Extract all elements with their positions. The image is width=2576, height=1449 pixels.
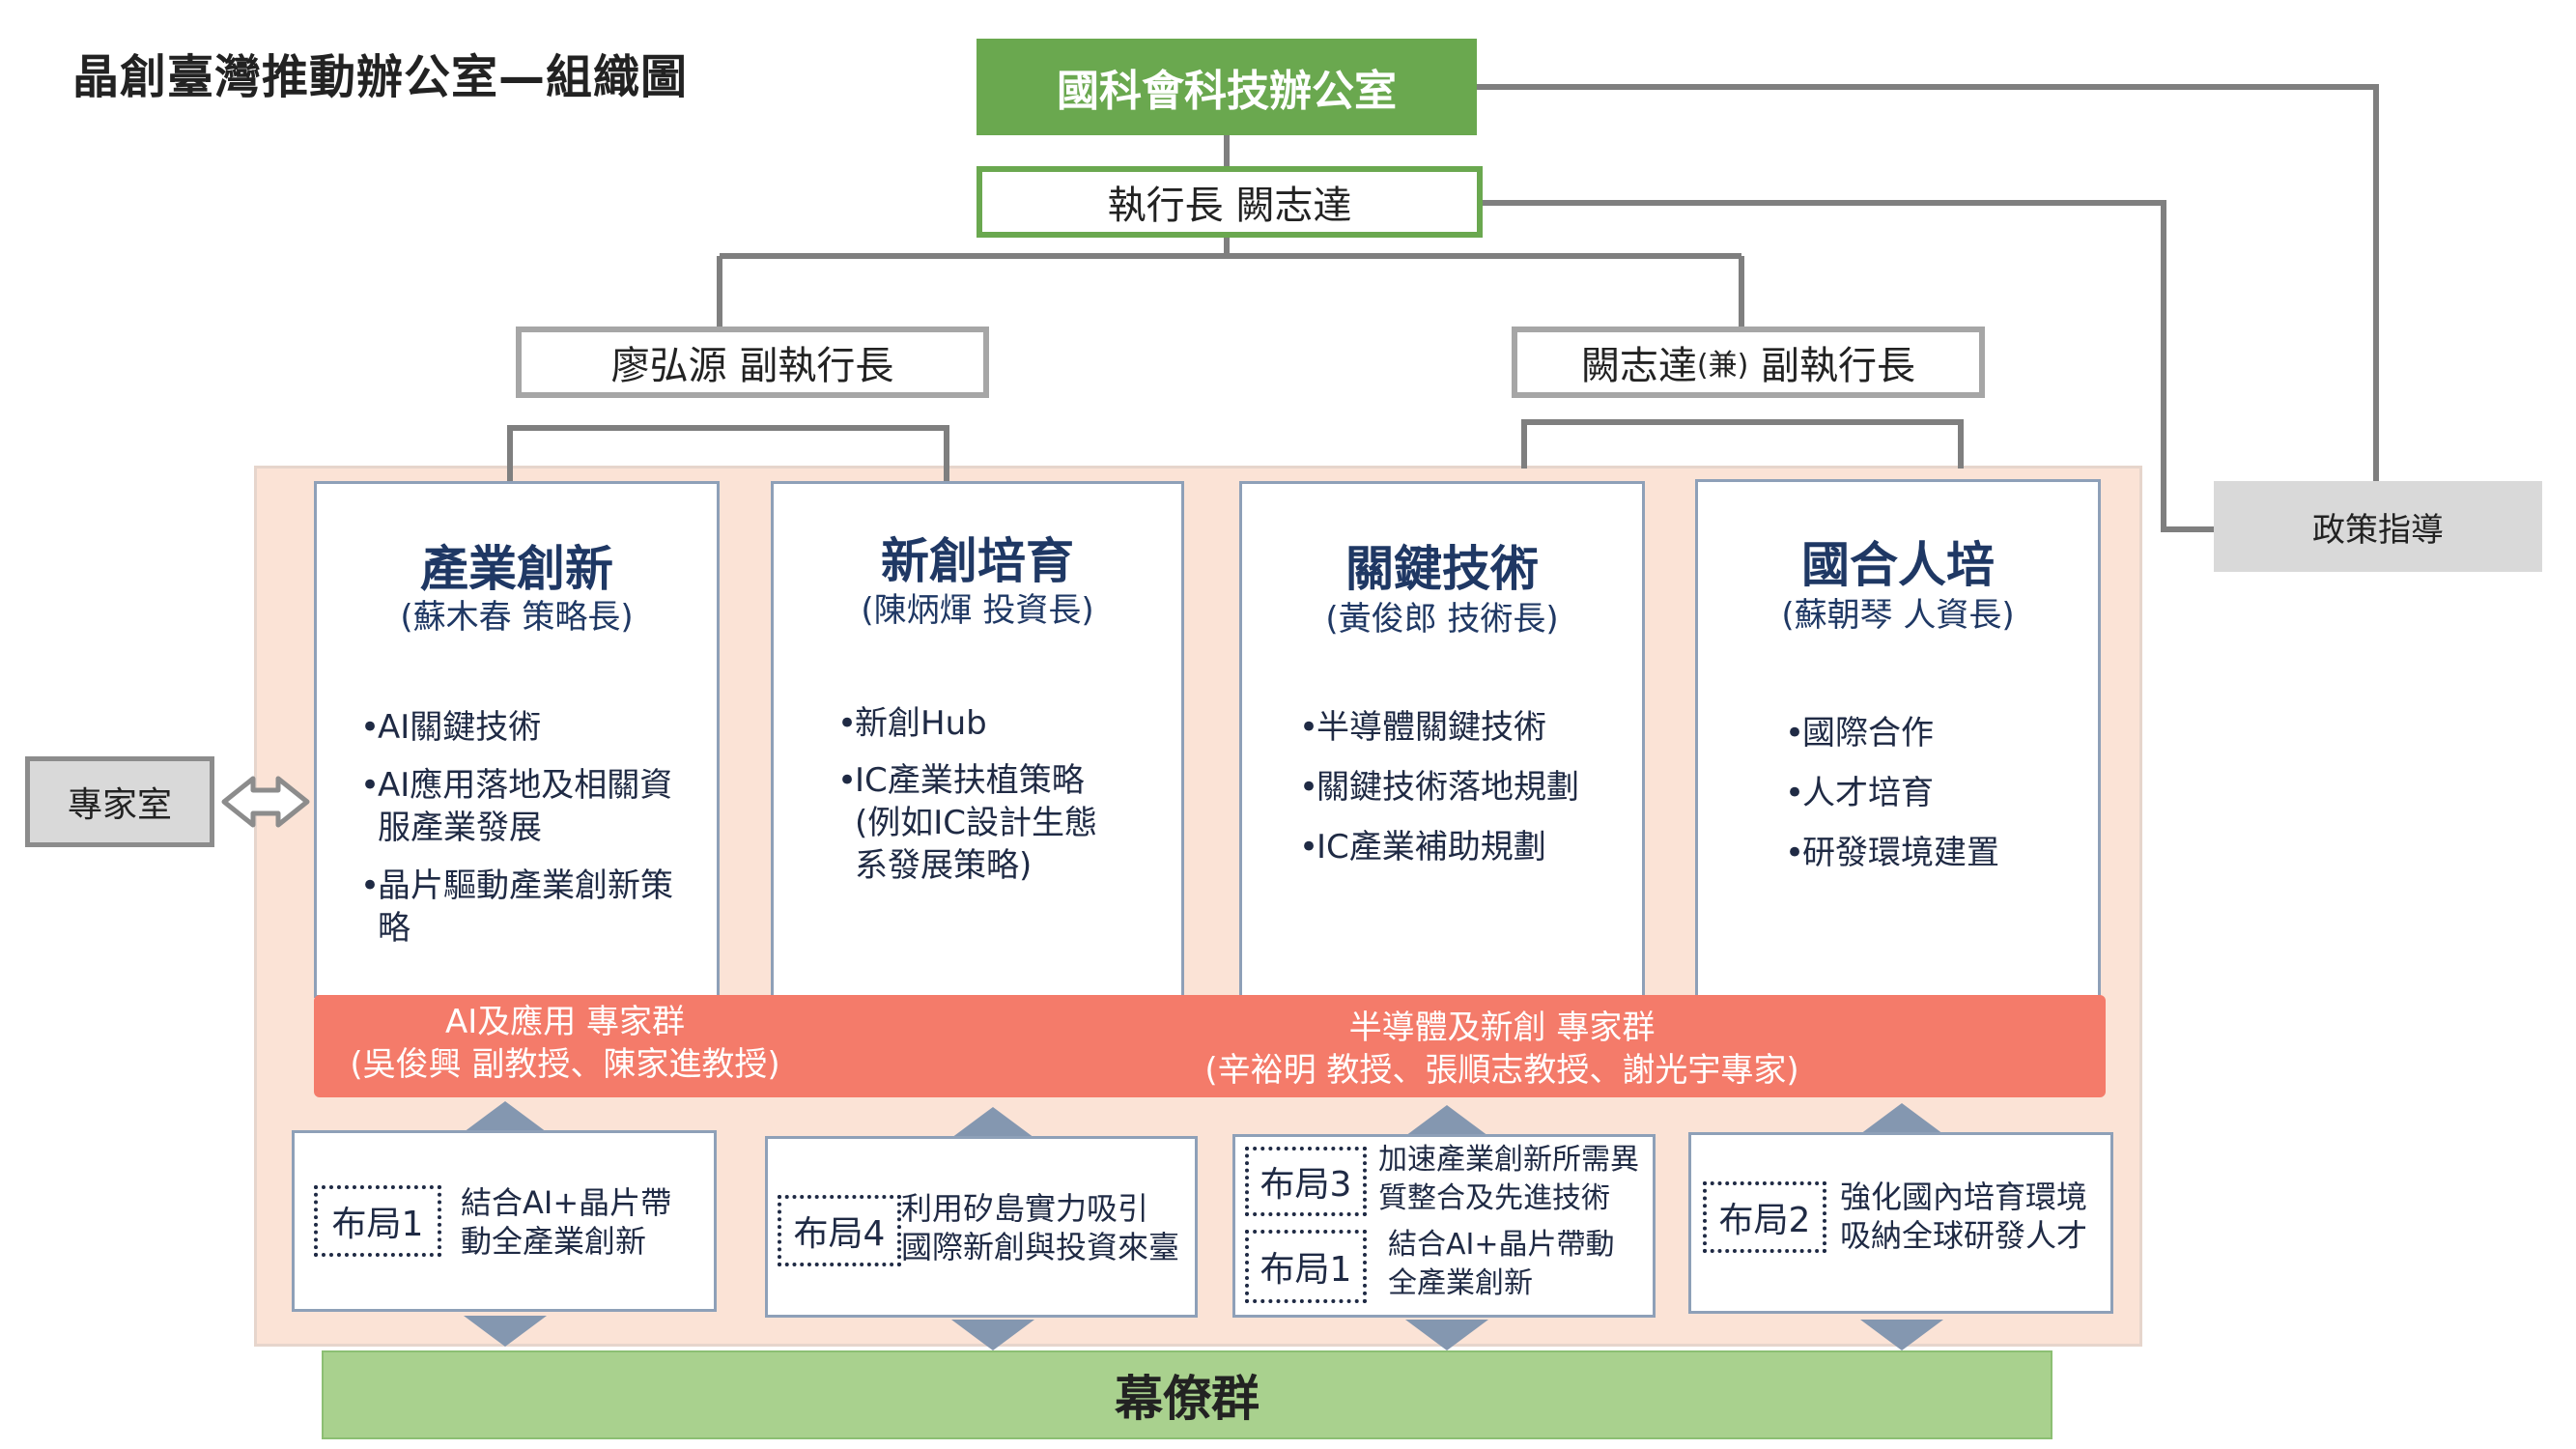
- deputy-right-role: 副執行長: [1748, 344, 1916, 388]
- ceo-box: 執行長 闕志達: [977, 166, 1483, 238]
- arrow-up-1: [464, 1101, 547, 1132]
- line-ceo-policy: [1483, 200, 2214, 532]
- bullet-item: •關鍵技術落地規劃: [1299, 768, 1579, 807]
- deputy-right-note: (兼): [1696, 349, 1749, 383]
- layout-box-4: 布局2 強化國內培育環境 吸納全球研發人才: [1688, 1132, 2113, 1314]
- layout-tag: 布局3: [1245, 1147, 1367, 1216]
- arrow-up-2: [951, 1107, 1034, 1138]
- expert-group-semi: 半導體及新創 專家群 (辛裕明 教授、張順志教授、謝光宇專家): [1067, 1007, 1937, 1092]
- layout-box-3: 布局3 加速產業創新所需異 質整合及先進技術 布局1 結合AI+晶片帶動 全產業…: [1232, 1134, 1656, 1318]
- deputy-right-box: 闕志達(兼) 副執行長: [1512, 327, 1985, 398]
- bullet-item: •國際合作: [1785, 714, 1934, 753]
- dept-leader: (黃俊郎 技術長): [1325, 600, 1559, 639]
- bullet-item: •晶片驅動產業創新策 略: [360, 867, 673, 948]
- arrow-down-1: [464, 1316, 547, 1347]
- deputy-right-name: 闕志達: [1580, 344, 1697, 388]
- expert-groups-band: AI及應用 專家群 (吳俊興 副教授、陳家進教授) 半導體及新創 專家群 (辛裕…: [314, 995, 2106, 1097]
- policy-box: 政策指導: [2214, 481, 2542, 572]
- layout-text: 結合AI+晶片帶動 全產業創新: [1388, 1228, 1615, 1300]
- dept-title: 新創培育: [881, 533, 1074, 589]
- layout-text: 結合AI+晶片帶 動全產業創新: [461, 1184, 672, 1260]
- double-arrow-icon: [221, 776, 310, 828]
- dept-title: 產業創新: [420, 541, 613, 597]
- expert-group-ai: AI及應用 專家群 (吳俊興 副教授、陳家進教授): [314, 1001, 816, 1086]
- dept-card-tech: 關鍵技術 (黃俊郎 技術長) •半導體關鍵技術 •關鍵技術落地規劃 •IC產業補…: [1239, 481, 1645, 998]
- expert-room-box: 專家室: [25, 756, 214, 847]
- expert-group-name: 半導體及新創 專家群: [1348, 1009, 1656, 1047]
- layout-tag: 布局1: [314, 1185, 441, 1257]
- expert-group-members: (辛裕明 教授、張順志教授、謝光宇專家): [1204, 1051, 1799, 1090]
- arrow-down-3: [1405, 1320, 1488, 1350]
- bullet-item: •IC產業扶植策略 (例如IC設計生態 系發展策略): [837, 761, 1098, 885]
- layout-text: 利用矽島實力吸引 國際新創與投資來臺: [901, 1190, 1180, 1265]
- dept-leader: (蘇木春 策略長): [400, 598, 634, 637]
- chart-title: 晶創臺灣推動辦公室—組織圖: [72, 50, 689, 104]
- bullet-item: •新創Hub: [837, 704, 987, 743]
- arrow-up-4: [1860, 1103, 1943, 1134]
- layout-box-2: 布局4 利用矽島實力吸引 國際新創與投資來臺: [765, 1136, 1198, 1318]
- layout-tag: 布局2: [1703, 1181, 1826, 1253]
- arrow-up-3: [1405, 1105, 1488, 1136]
- line-deputy-left: [507, 425, 949, 481]
- expert-group-members: (吳俊興 副教授、陳家進教授): [350, 1045, 780, 1084]
- layout-tag: 布局4: [778, 1195, 901, 1266]
- dept-card-startup: 新創培育 (陳炳煇 投資長) •新創Hub •IC產業扶植策略 (例如IC設計生…: [771, 481, 1184, 998]
- layout-tag: 布局1: [1245, 1230, 1367, 1303]
- bullet-item: •AI關鍵技術: [360, 708, 542, 747]
- deputy-left-box: 廖弘源 副執行長: [516, 327, 989, 398]
- dept-title: 關鍵技術: [1345, 541, 1539, 597]
- dept-leader: (陳炳煇 投資長): [861, 591, 1094, 630]
- layout-text: 加速產業創新所需異 質整合及先進技術: [1378, 1143, 1639, 1215]
- arrow-down-4: [1860, 1320, 1943, 1350]
- bullet-item: •IC產業補助規劃: [1299, 828, 1546, 867]
- layout-text: 強化國內培育環境 吸納全球研發人才: [1840, 1179, 2088, 1254]
- dept-title: 國合人培: [1801, 537, 1995, 593]
- staff-bar: 幕僚群: [322, 1350, 2052, 1439]
- bullet-item: •半導體關鍵技術: [1299, 708, 1546, 747]
- bullet-item: •人才培育: [1785, 774, 1934, 812]
- bullet-item: •AI應用落地及相關資 服產業發展: [360, 766, 673, 847]
- dept-card-industry: 產業創新 (蘇木春 策略長) •AI關鍵技術 •AI應用落地及相關資 服產業發展…: [314, 481, 720, 998]
- line-top-policy: [1477, 84, 2379, 481]
- layout-box-1: 布局1 結合AI+晶片帶 動全產業創新: [292, 1130, 717, 1312]
- bullet-item: •研發環境建置: [1785, 834, 1999, 872]
- expert-group-name: AI及應用 專家群: [444, 1003, 686, 1041]
- dept-card-talent: 國合人培 (蘇朝琴 人資長) •國際合作 •人才培育 •研發環境建置: [1695, 479, 2101, 998]
- top-box: 國科會科技辦公室: [977, 39, 1477, 135]
- arrow-down-2: [951, 1320, 1034, 1350]
- dept-leader: (蘇朝琴 人資長): [1781, 596, 2015, 635]
- line-deputy-right: [1521, 419, 1964, 469]
